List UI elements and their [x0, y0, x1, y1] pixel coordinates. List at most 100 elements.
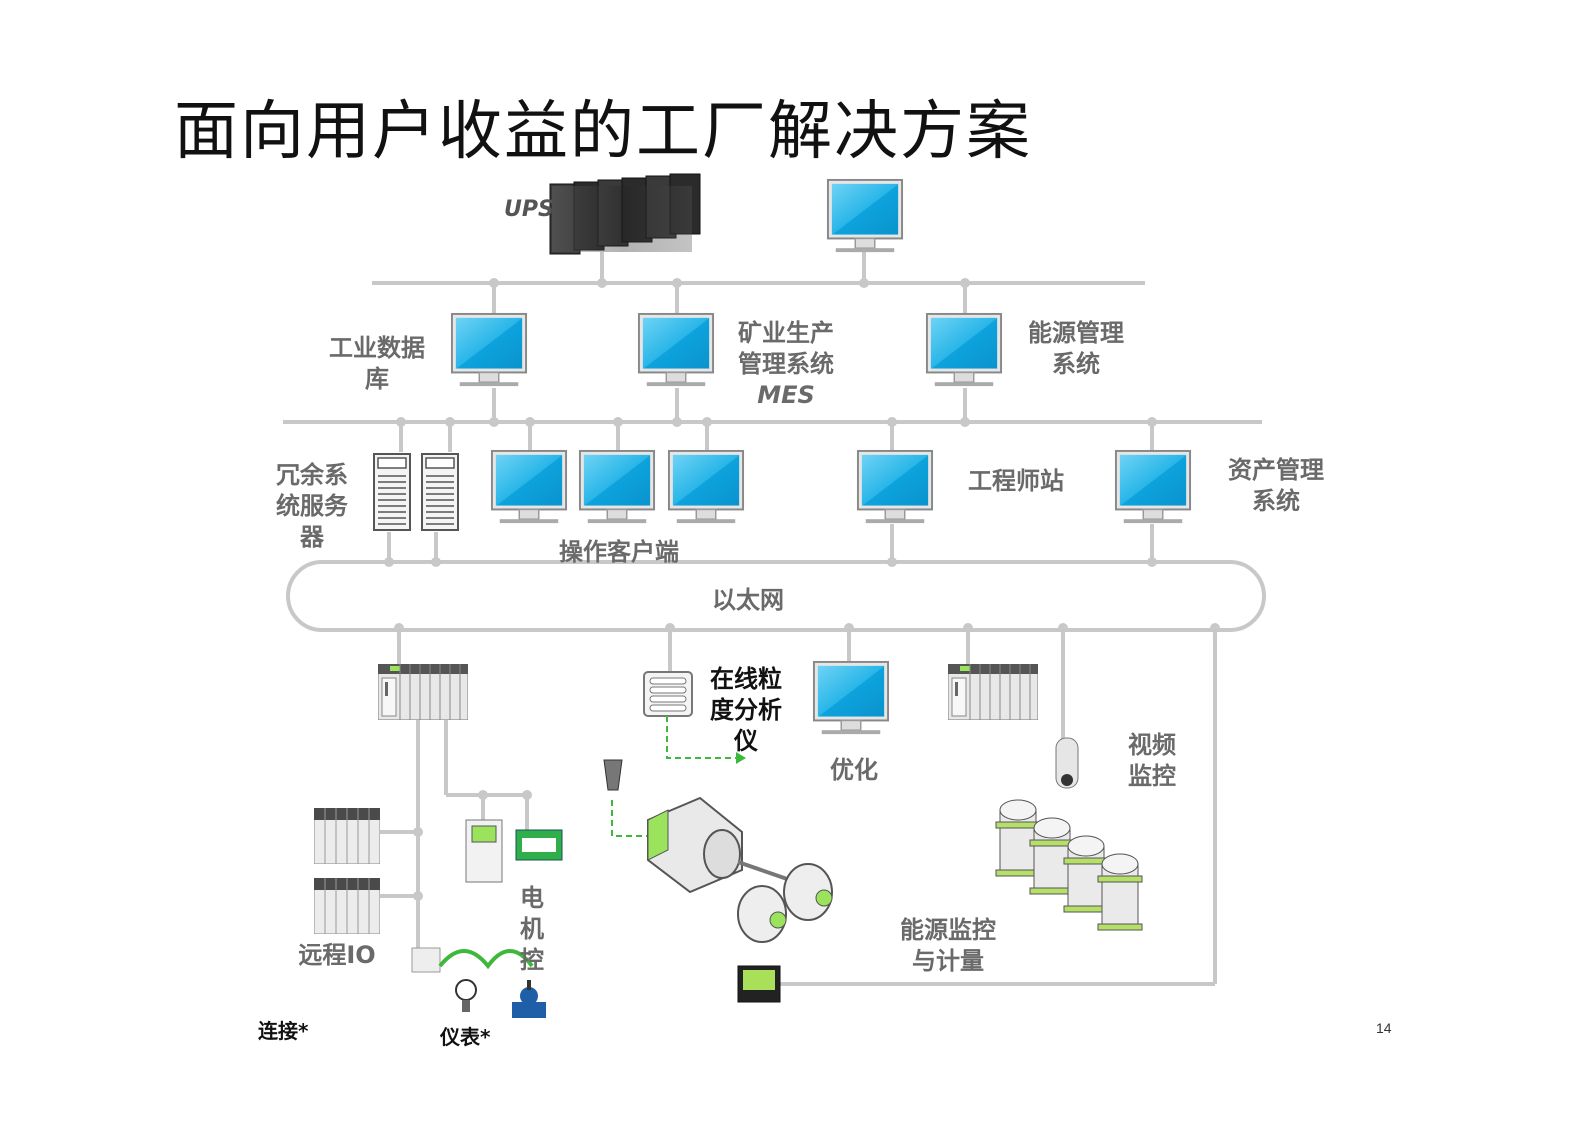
rack-shade: [552, 186, 692, 252]
junction-dot: [525, 417, 535, 427]
io-module-icon: [314, 808, 380, 864]
junction-dot: [887, 557, 897, 567]
flow-meter-icon: [603, 759, 623, 791]
mill-green: [647, 809, 669, 861]
label-line: 能源管理: [1028, 319, 1124, 347]
analyzer-slot: [649, 704, 687, 712]
ups-server-rack-icon: [549, 173, 701, 255]
label-line: 机: [520, 915, 544, 943]
flow-meter-icon: [455, 979, 477, 1012]
junction-dot: [1210, 623, 1220, 633]
junction-dot: [431, 557, 441, 567]
label-line: 冗余系: [276, 461, 348, 489]
label-line: 资产管理: [1228, 456, 1324, 484]
hydro-cap: [815, 889, 833, 907]
mill-end: [703, 829, 741, 879]
label-line: 度分析: [710, 696, 782, 724]
ups-label: UPS: [504, 197, 554, 222]
monitor-icon: [826, 178, 904, 254]
server-tower-icon: [421, 453, 459, 531]
io-board-label: [522, 838, 556, 852]
junction-dot: [963, 623, 973, 633]
asset-mgmt-label: 资产管理 系统: [1218, 455, 1334, 517]
junction-dot: [384, 557, 394, 567]
ethernet-ring: [286, 560, 1266, 632]
junction-dot: [394, 623, 404, 633]
optimize-label: 优化: [830, 756, 878, 784]
connect-label: 连接*: [258, 1019, 309, 1043]
camera-body: [1055, 737, 1079, 789]
junction-dot: [960, 278, 970, 288]
junction-dot: [597, 278, 607, 288]
junction-dot: [413, 891, 423, 901]
monitor-icon: [490, 449, 568, 525]
server-tower-icon: [643, 671, 693, 717]
junction-dot: [844, 623, 854, 633]
monitor-icon: [925, 312, 1003, 388]
io-module-icon: [515, 829, 563, 861]
valve-body: [512, 1002, 546, 1018]
instrument-label: 仪表*: [440, 1025, 491, 1049]
junction-dot: [396, 417, 406, 427]
energy-frame: [1063, 857, 1109, 865]
power-meter-icon: [737, 965, 781, 1003]
drive-screen: [471, 825, 497, 843]
io-module-icon: [411, 947, 441, 973]
label-line: 管理系统: [738, 350, 834, 378]
label-line: 监控: [1128, 762, 1176, 790]
energy-frame: [1097, 923, 1143, 931]
analyzer-slot: [649, 677, 687, 685]
page-number: 14: [1376, 1020, 1392, 1036]
junction-dot: [1147, 557, 1157, 567]
meter-display: [743, 970, 775, 990]
signal-line: [611, 800, 652, 837]
junction-dot: [613, 417, 623, 427]
label-line: 能源监控: [900, 916, 996, 944]
hydro-1: [783, 863, 833, 921]
cable-line: [438, 949, 534, 970]
energy-frame: [995, 869, 1041, 877]
motor-control-label: 电 机 控: [516, 883, 548, 976]
energy-frame: [1029, 839, 1075, 847]
analyzer-slot: [649, 686, 687, 694]
energy-frame: [995, 821, 1041, 829]
server-tower-icon: [373, 453, 411, 531]
industrial-db-label: 工业数据 库: [322, 333, 432, 395]
mill-equipment-icon: [647, 796, 833, 943]
junction-dot: [1147, 417, 1157, 427]
label-line: 矿业生产: [738, 319, 834, 347]
junction-dot: [1058, 623, 1068, 633]
junction-dot: [413, 827, 423, 837]
monitor-icon: [578, 449, 656, 525]
ethernet-label: 以太网: [712, 586, 784, 614]
label-line: 电: [520, 884, 544, 912]
label-line: 统服务: [276, 492, 348, 520]
energy-tank-top: [1033, 817, 1071, 839]
label-line: 系统: [1052, 350, 1100, 378]
valve-stem: [527, 980, 531, 990]
mes-label: 矿业生产 管理系统 MES: [730, 318, 842, 411]
label-line: 在线粒: [710, 665, 782, 693]
energy-frame: [1029, 887, 1075, 895]
operator-client-label: 操作客户端: [559, 538, 679, 566]
mill-shaft: [737, 860, 791, 882]
energy-equipment-icon: [995, 799, 1143, 931]
monitor-icon: [856, 449, 934, 525]
energy-tank-top: [1067, 835, 1105, 857]
video-monitor-label: 视频 监控: [1120, 730, 1184, 792]
monitor-icon: [450, 312, 528, 388]
plc-rack-icon: [378, 664, 468, 720]
analyzer-slot: [649, 695, 687, 703]
camera-icon: [1055, 737, 1079, 789]
monitor-icon: [812, 660, 890, 736]
energy-tank-top: [999, 799, 1037, 821]
io-module-icon: [314, 878, 380, 934]
camera-lens: [1061, 774, 1073, 786]
label-line: MES: [757, 381, 815, 409]
junction-dot: [672, 278, 682, 288]
monitor-icon: [637, 312, 715, 388]
junction-dot: [478, 790, 488, 800]
junction-dot: [859, 278, 869, 288]
